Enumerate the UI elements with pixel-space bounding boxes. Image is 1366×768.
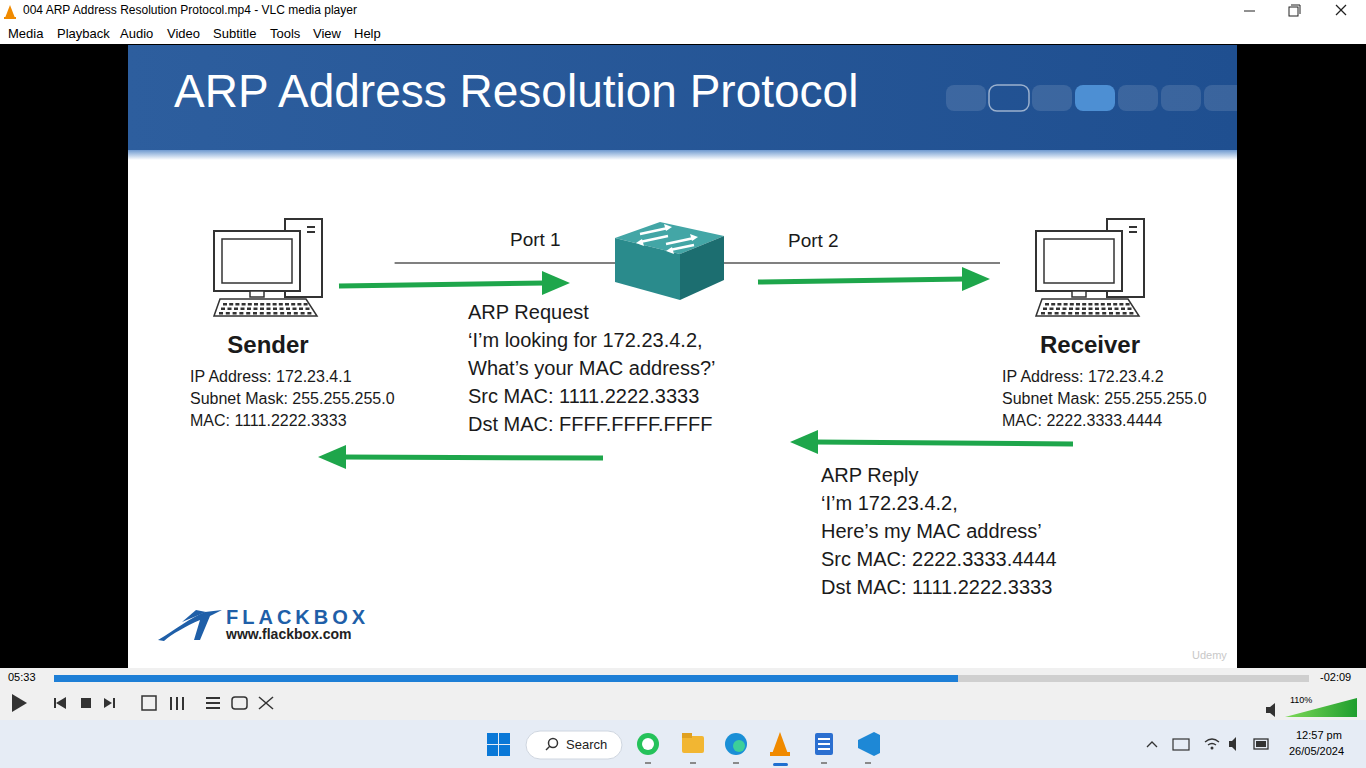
search-label: Search bbox=[566, 737, 607, 753]
message-text: Src MAC: 1111.2222.3333 bbox=[468, 384, 699, 408]
remaining-time: -02:09 bbox=[1320, 671, 1351, 684]
message-heading: ARP Reply bbox=[821, 463, 918, 487]
port-label: Port 1 bbox=[510, 229, 561, 252]
menu-item: Help bbox=[354, 26, 381, 42]
message-text: Here’s my MAC address’ bbox=[821, 519, 1042, 543]
menu-item: Subtitle bbox=[213, 26, 256, 42]
brand-url: www.flackbox.com bbox=[226, 626, 352, 643]
host-detail: MAC: 1111.2222.3333 bbox=[190, 410, 347, 432]
elapsed-time: 05:33 bbox=[8, 671, 36, 684]
clock-time: 12:57 pm bbox=[1296, 729, 1342, 742]
message-text: ‘I’m 172.23.4.2, bbox=[821, 491, 958, 515]
message-heading: ARP Request bbox=[468, 300, 589, 324]
message-text: What’s your MAC address?’ bbox=[468, 356, 716, 380]
host-name: Sender bbox=[227, 330, 308, 360]
message-text: Src MAC: 2222.3333.4444 bbox=[821, 547, 1057, 571]
menu-item: Playback bbox=[57, 26, 110, 42]
computer-icon bbox=[213, 218, 323, 318]
slide-title: ARP Address Resolution Protocol bbox=[174, 64, 858, 119]
computer-node: Sender IP Address: 172.23.4.1Subnet Mask:… bbox=[188, 218, 395, 432]
message-text: Dst MAC: FFFF.FFFF.FFFF bbox=[468, 412, 712, 436]
brand-name: FLACKBOX bbox=[226, 605, 369, 629]
host-detail: MAC: 2222.3333.4444 bbox=[1002, 410, 1162, 432]
clock-date: 26/05/2024 bbox=[1289, 745, 1344, 758]
host-detail: IP Address: 172.23.4.2 bbox=[1002, 366, 1164, 388]
message-text: Dst MAC: 1111.2222.3333 bbox=[821, 575, 1052, 599]
message-text: ‘I’m looking for 172.23.4.2, bbox=[468, 328, 703, 352]
host-name: Receiver bbox=[1040, 330, 1140, 360]
menu-item: Tools bbox=[270, 26, 300, 42]
computer-node: Receiver IP Address: 172.23.4.2Subnet Mas… bbox=[1000, 218, 1207, 432]
host-detail: IP Address: 172.23.4.1 bbox=[190, 366, 352, 388]
port-label: Port 2 bbox=[788, 230, 839, 253]
window-title: 004 ARP Address Resolution Protocol.mp4 … bbox=[23, 3, 357, 17]
menu-item: Media bbox=[8, 26, 43, 42]
watermark: Udemy bbox=[1192, 649, 1227, 662]
menu-item: Audio bbox=[120, 26, 153, 42]
menu-item: View bbox=[313, 26, 341, 42]
volume-level: 110% bbox=[1290, 695, 1312, 706]
host-detail: Subnet Mask: 255.255.255.0 bbox=[1002, 388, 1207, 410]
host-detail: Subnet Mask: 255.255.255.0 bbox=[190, 388, 395, 410]
menu-item: Video bbox=[167, 26, 200, 42]
computer-icon bbox=[1035, 218, 1145, 318]
